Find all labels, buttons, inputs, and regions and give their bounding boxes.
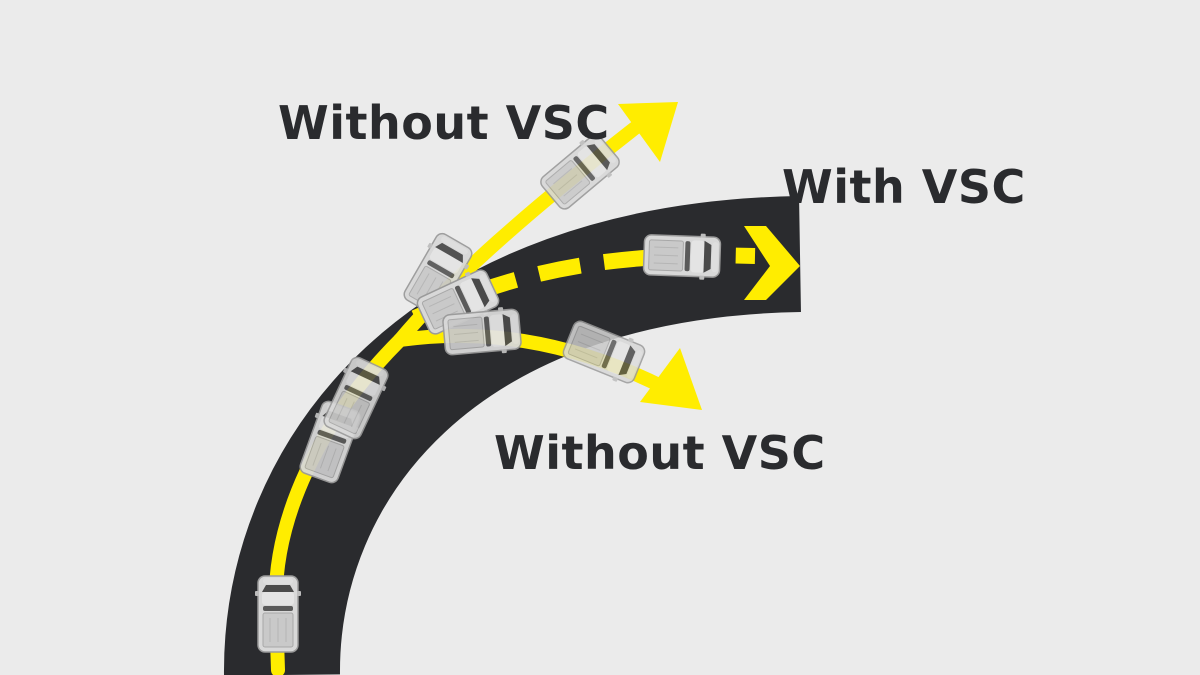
arrow-icon	[640, 348, 702, 410]
pickup-truck-icon	[642, 230, 722, 282]
label-with-vsc: With VSC	[782, 160, 1026, 214]
label-without-vsc-bottom: Without VSC	[494, 426, 826, 480]
pickup-truck-icon	[441, 305, 523, 359]
arrow-icon	[618, 102, 678, 162]
pickup-truck-icon	[254, 575, 302, 653]
label-without-vsc-top: Without VSC	[278, 96, 610, 150]
arrow-icon	[744, 226, 800, 300]
